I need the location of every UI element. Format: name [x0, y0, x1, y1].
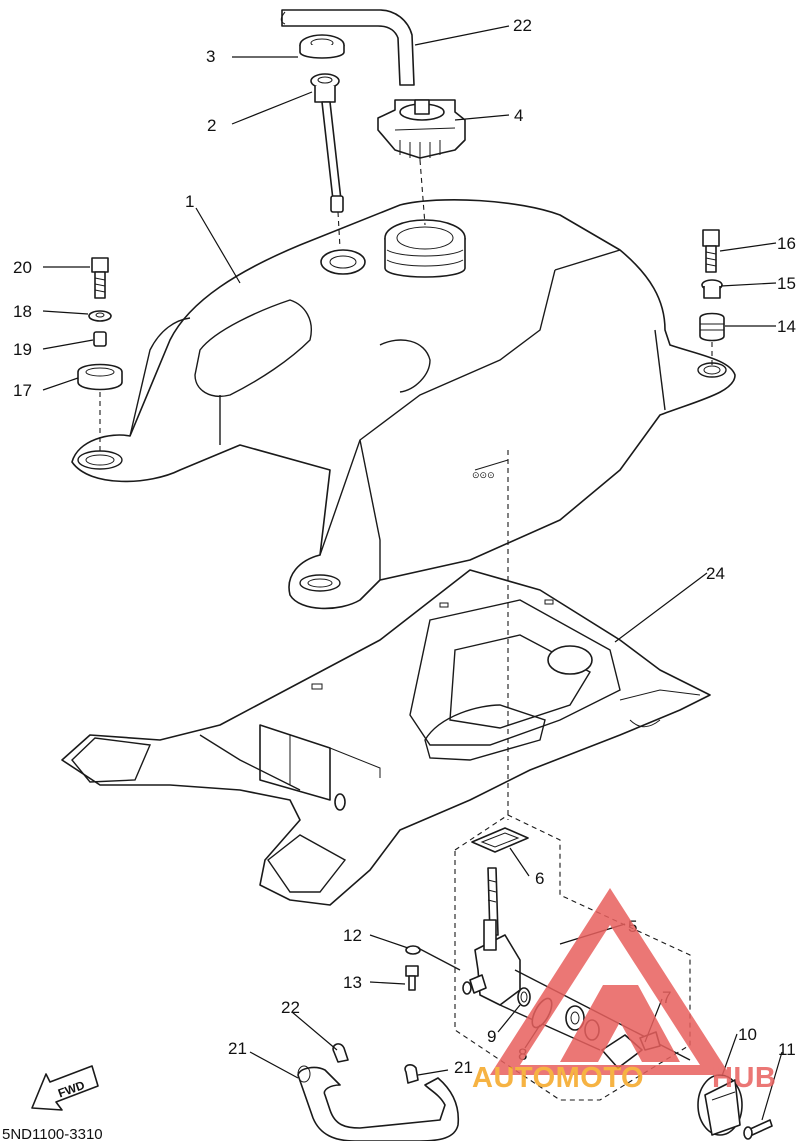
watermark-text-b: HUB — [712, 1062, 776, 1094]
fuel-hose — [297, 1065, 460, 1141]
right-damper — [699, 312, 725, 342]
callout-14: 14 — [777, 317, 796, 336]
callout-17: 17 — [13, 381, 32, 400]
watermark: AUTOMOTO HUB — [472, 888, 776, 1094]
hose-clip-lower — [404, 1063, 419, 1084]
callout-22-lower: 21 — [454, 1058, 473, 1077]
breather-hose — [280, 9, 415, 86]
tank-cover — [61, 569, 711, 906]
oring — [517, 987, 531, 1007]
drawing-code: 5ND1100-3310 — [2, 1126, 103, 1141]
right-collar — [701, 279, 723, 299]
forward-direction-arrow: FWD — [31, 1065, 99, 1111]
callout-10: 10 — [738, 1025, 757, 1044]
callout-18: 18 — [13, 302, 32, 321]
fuel-tank: ⊙⊙⊙ — [71, 199, 736, 610]
left-damper — [77, 363, 123, 391]
left-collar — [88, 310, 112, 322]
fuel-cap — [377, 99, 466, 226]
hose-clip-upper — [332, 1043, 349, 1063]
leader-lines — [42, 25, 783, 1121]
callout-3: 3 — [206, 47, 215, 66]
svg-text:⊙⊙⊙: ⊙⊙⊙ — [472, 470, 495, 480]
callout-22-upper: 22 — [281, 998, 300, 1017]
watermark-logo-inner — [560, 985, 680, 1062]
fuel-cock-assembly-boundary — [454, 814, 691, 1101]
left-spacer — [93, 331, 107, 347]
callout-19: 19 — [13, 340, 32, 359]
callout-9: 9 — [487, 1027, 496, 1046]
right-mount-bolt — [702, 229, 720, 273]
washer-12 — [405, 945, 421, 955]
callout-6: 6 — [535, 869, 544, 888]
callout-24: 24 — [706, 564, 725, 583]
callout-12: 12 — [343, 926, 362, 945]
callout-20: 20 — [13, 258, 32, 277]
lever-screw — [743, 1119, 773, 1140]
screw-13 — [405, 965, 419, 991]
callout-11: 11 — [778, 1040, 796, 1059]
callout-2: 2 — [207, 116, 216, 135]
left-mount-bolt — [91, 257, 109, 299]
gauge-grommet — [299, 34, 345, 59]
fuel-cock-gasket — [471, 827, 529, 853]
callout-numbers: 3 2 4 22 1 20 18 19 17 16 15 14 24 6 5 7… — [13, 16, 796, 1077]
fuel-gauge — [310, 73, 344, 249]
watermark-text-a: AUTOMOTO — [472, 1062, 644, 1094]
callout-15: 15 — [777, 274, 796, 293]
callout-21: 21 — [228, 1039, 247, 1058]
callout-1: 1 — [185, 192, 194, 211]
callout-23: 22 — [513, 16, 532, 35]
callout-4: 4 — [514, 106, 523, 125]
watermark-logo-triangle — [490, 888, 730, 1075]
callout-13: 13 — [343, 973, 362, 992]
callout-16: 16 — [777, 234, 796, 253]
